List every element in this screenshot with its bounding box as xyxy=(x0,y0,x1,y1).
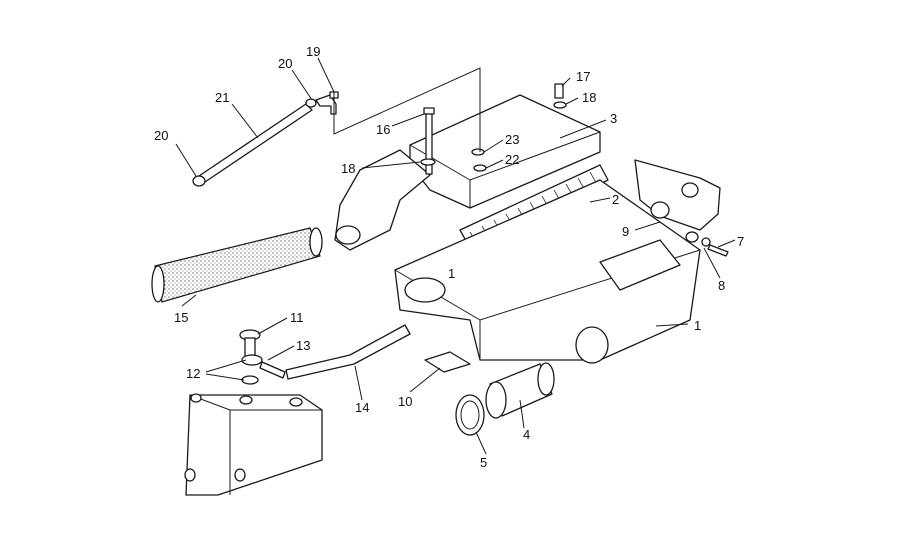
callout-13: 13 xyxy=(296,338,310,353)
callout-18: 18 xyxy=(582,90,596,105)
callout-2: 2 xyxy=(612,192,619,207)
intake-tube xyxy=(151,227,323,303)
callout-14: 14 xyxy=(355,400,369,415)
callout-12: 12 xyxy=(186,366,200,381)
callout-4: 4 xyxy=(523,427,530,442)
drain-fitting xyxy=(239,329,286,385)
callout-21: 21 xyxy=(215,90,229,105)
callout-5: 5 xyxy=(480,455,487,470)
leader-lines xyxy=(175,57,736,455)
air-box-cover xyxy=(334,94,601,251)
reservoir-bracket xyxy=(184,393,323,496)
callout-16: 16 xyxy=(376,122,390,137)
bolt-assembly xyxy=(420,83,567,175)
callout-1: 1 xyxy=(448,266,455,281)
breather-hose xyxy=(192,91,339,187)
callout-labels: 1 1 2 3 4 5 7 8 9 10 11 12 13 14 15 16 1… xyxy=(154,44,744,470)
callout-15: 15 xyxy=(174,310,188,325)
callout-22: 22 xyxy=(505,152,519,167)
callout-9: 9 xyxy=(622,224,629,239)
support-bracket xyxy=(634,159,729,257)
drain-hose xyxy=(285,324,411,380)
callout-7: 7 xyxy=(737,234,744,249)
intake-rubber xyxy=(455,362,555,436)
callout-19: 19 xyxy=(306,44,320,59)
callout-17: 17 xyxy=(576,69,590,84)
callout-23: 23 xyxy=(505,132,519,147)
callout-11: 11 xyxy=(290,310,304,325)
air-box-body xyxy=(394,179,701,364)
callout-10: 10 xyxy=(398,394,412,409)
gasket xyxy=(424,351,471,373)
callout-3: 3 xyxy=(610,111,617,126)
callout-8: 8 xyxy=(718,278,725,293)
callout-20: 20 xyxy=(154,128,168,143)
callout-18: 18 xyxy=(341,161,355,176)
callout-20: 20 xyxy=(278,56,292,71)
callout-1: 1 xyxy=(694,318,701,333)
